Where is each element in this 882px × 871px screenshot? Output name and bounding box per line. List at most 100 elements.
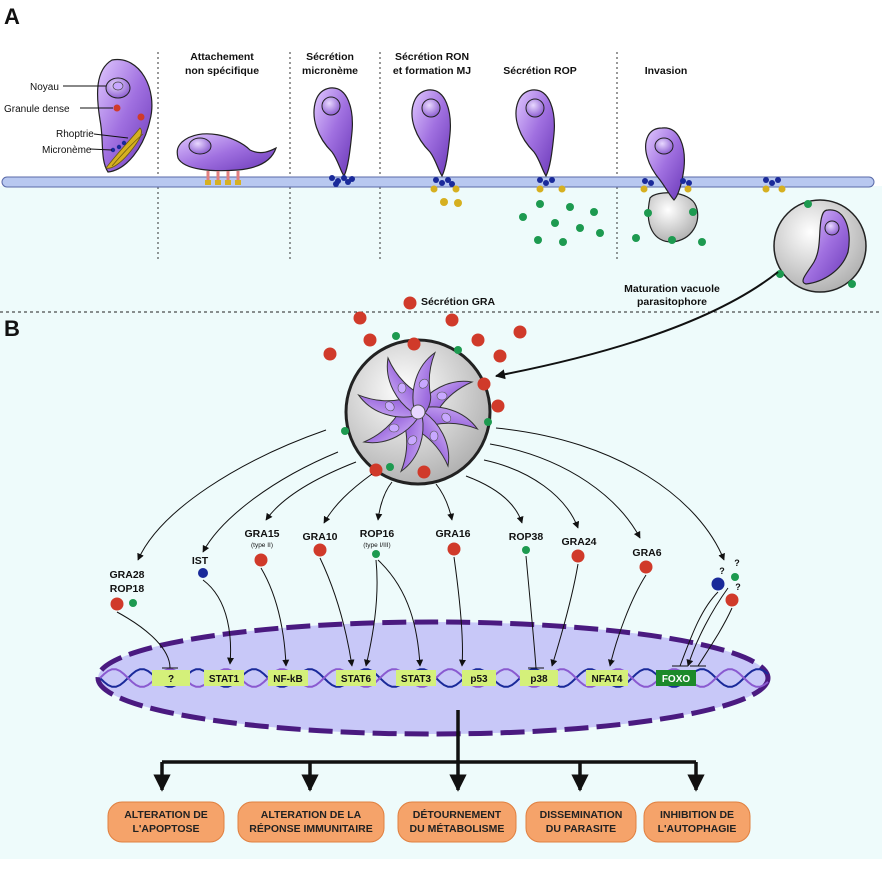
effector-gra15: GRA15 (244, 528, 279, 540)
target-box (204, 670, 244, 686)
effector-gra15-type: (type II) (251, 542, 273, 549)
effector-rop18: ROP18 (110, 583, 145, 595)
maturation-title: Maturation vacuole (624, 283, 720, 295)
stage-1-title: Attachement (190, 51, 254, 63)
parasite-rosette (357, 351, 479, 473)
stage-2-title: Sécrétion (306, 51, 354, 63)
outcome-immune-2: RÉPONSE IMMUNITAIRE (249, 822, 372, 835)
effectors: GRA28 ROP18 IST GRA15 (type II) GRA10 RO… (109, 528, 741, 611)
outcome-autophagy-1: INHIBITION DE (660, 809, 734, 821)
effector-gra24: GRA24 (561, 536, 596, 548)
stage-1-subtitle: non spécifique (185, 65, 259, 77)
outcome-box (643, 801, 751, 843)
nucleus-icon (407, 435, 418, 446)
target-p53: p53 (470, 674, 488, 685)
outcome-metabolism-1: DÉTOURNEMENT (413, 808, 502, 821)
effector-unknown-3: ? (735, 582, 741, 592)
maturation-subtitle: parasitophore (637, 296, 707, 308)
targets: ? STAT1 NF-kB STAT6 STAT3 p53 p38 NFAT4 … (152, 670, 696, 686)
residual-body-icon (410, 404, 426, 420)
nucleus-icon (388, 423, 400, 433)
outcomes: ALTERATION DE L'APOPTOSE ALTERATION DE L… (107, 801, 751, 843)
effector-ist: IST (192, 555, 209, 567)
target-stat3: STAT3 (401, 674, 432, 685)
rhoptry-icon (105, 127, 142, 169)
microneme-parasite (313, 87, 355, 187)
parasite-icon (515, 89, 555, 178)
target-p38: p38 (530, 674, 548, 685)
gra-secretion-label: Sécrétion GRA (421, 296, 496, 308)
target-box (520, 670, 558, 686)
outcome-box (397, 801, 517, 843)
label-rhoptry: Rhoptrie (56, 129, 94, 140)
labelled-parasite: Noyau Granule dense Rhoptrie Micronème (4, 59, 153, 173)
microneme-icon (110, 147, 116, 153)
effector-gra10: GRA10 (302, 531, 337, 543)
nucleus-icon (418, 378, 429, 389)
stage-3-title: Sécrétion RON (395, 51, 469, 63)
outcome-box (237, 801, 385, 843)
target-box (586, 670, 628, 686)
target-box (462, 670, 496, 686)
stage-2-subtitle: micronème (302, 65, 358, 77)
outcome-box (525, 801, 637, 843)
target-box (268, 670, 308, 686)
effector-gra6: GRA6 (632, 547, 661, 559)
nucleus-icon (429, 430, 439, 442)
mature-vacuole (773, 199, 867, 293)
target-box (656, 670, 696, 686)
stage-4-title: Sécrétion ROP (503, 65, 577, 77)
target-unknown: ? (168, 674, 174, 685)
outcome-box (107, 801, 225, 843)
effector-rop38: ROP38 (509, 531, 544, 543)
outcome-apoptosis-2: L'APOPTOSE (132, 823, 199, 835)
nucleus-icon (397, 382, 407, 394)
cytoplasm-a (0, 186, 882, 314)
vacuole-to-effector-arrows (137, 427, 725, 561)
label-dense-granule: Granule dense (4, 104, 70, 115)
dense-granule-icon (113, 104, 121, 112)
stage-5-title: Invasion (645, 65, 688, 77)
stage-titles: Attachement non spécifique Sécrétion mic… (185, 51, 687, 77)
label-microneme: Micronème (42, 145, 92, 156)
target-box (336, 670, 376, 686)
target-stat1: STAT1 (209, 674, 240, 685)
central-vacuole (344, 338, 492, 486)
stage-dividers (157, 52, 618, 262)
effector-gra16: GRA16 (435, 528, 470, 540)
label-nucleus: Noyau (30, 82, 59, 93)
outcome-apoptosis-1: ALTERATION DE (124, 809, 208, 821)
target-box (152, 670, 190, 686)
target-nfkb: NF-kB (273, 674, 302, 685)
effector-unknown-2: ? (734, 558, 740, 568)
outcome-tree (153, 710, 705, 792)
outcome-dissemination-2: DU PARASITE (546, 823, 616, 835)
stage-3-subtitle: et formation MJ (393, 65, 471, 77)
parasite-icon (411, 89, 451, 178)
panel-label-a: A (4, 4, 20, 29)
effector-to-target-connectors (116, 555, 733, 669)
target-nfat4: NFAT4 (592, 674, 623, 685)
secreted-granules (323, 296, 527, 479)
effector-rop16: ROP16 (360, 528, 395, 540)
nucleus-icon (436, 391, 448, 401)
effector-rop16-type: (type I/III) (363, 542, 390, 549)
arrow-icon (495, 271, 779, 380)
outcome-metabolism-2: DU MÉTABOLISME (410, 822, 505, 835)
parasite-icon (176, 133, 278, 172)
invading-parasite (632, 127, 786, 246)
outcome-immune-1: ALTERATION DE LA (261, 809, 362, 821)
panel-label-b: B (4, 316, 20, 341)
nucleus-icon (441, 412, 452, 423)
target-stat6: STAT6 (341, 674, 372, 685)
effector-unknown-1: ? (719, 566, 725, 576)
effector-gra28: GRA28 (109, 569, 144, 581)
outcome-dissemination-1: DISSEMINATION (540, 809, 623, 821)
nucleus-icon (384, 401, 395, 412)
ron-parasite (411, 89, 462, 207)
target-box (396, 670, 436, 686)
attached-parasite (176, 133, 278, 185)
outcome-autophagy-2: L'AUTOPHAGIE (658, 823, 737, 835)
